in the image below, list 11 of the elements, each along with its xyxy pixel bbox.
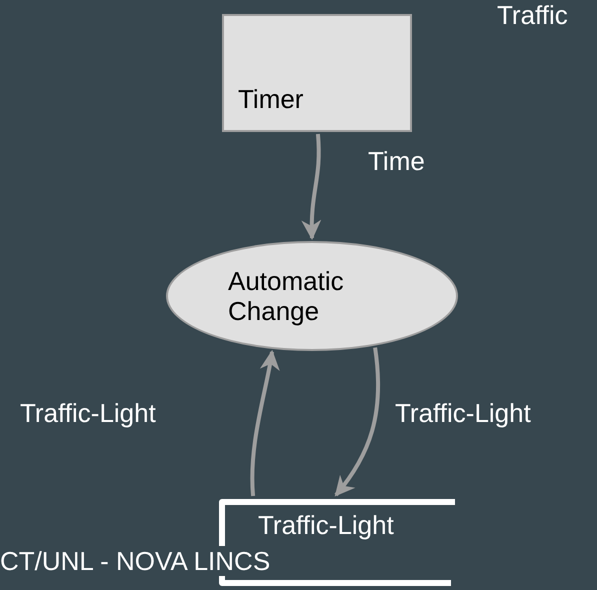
edge-label: Time xyxy=(368,146,425,176)
edge-label: Traffic-Light xyxy=(20,398,156,428)
node-label: Traffic-Light xyxy=(258,510,394,540)
arrow xyxy=(250,350,280,496)
process-box xyxy=(222,14,412,132)
node-label: Timer xyxy=(238,84,304,114)
edge-label: Traffic-Light xyxy=(395,398,531,428)
arrow xyxy=(302,134,322,240)
node-label: Automatic Change xyxy=(228,266,345,326)
note-text: CT/UNL - NOVA LINCS xyxy=(0,546,270,576)
arrow xyxy=(334,347,380,497)
